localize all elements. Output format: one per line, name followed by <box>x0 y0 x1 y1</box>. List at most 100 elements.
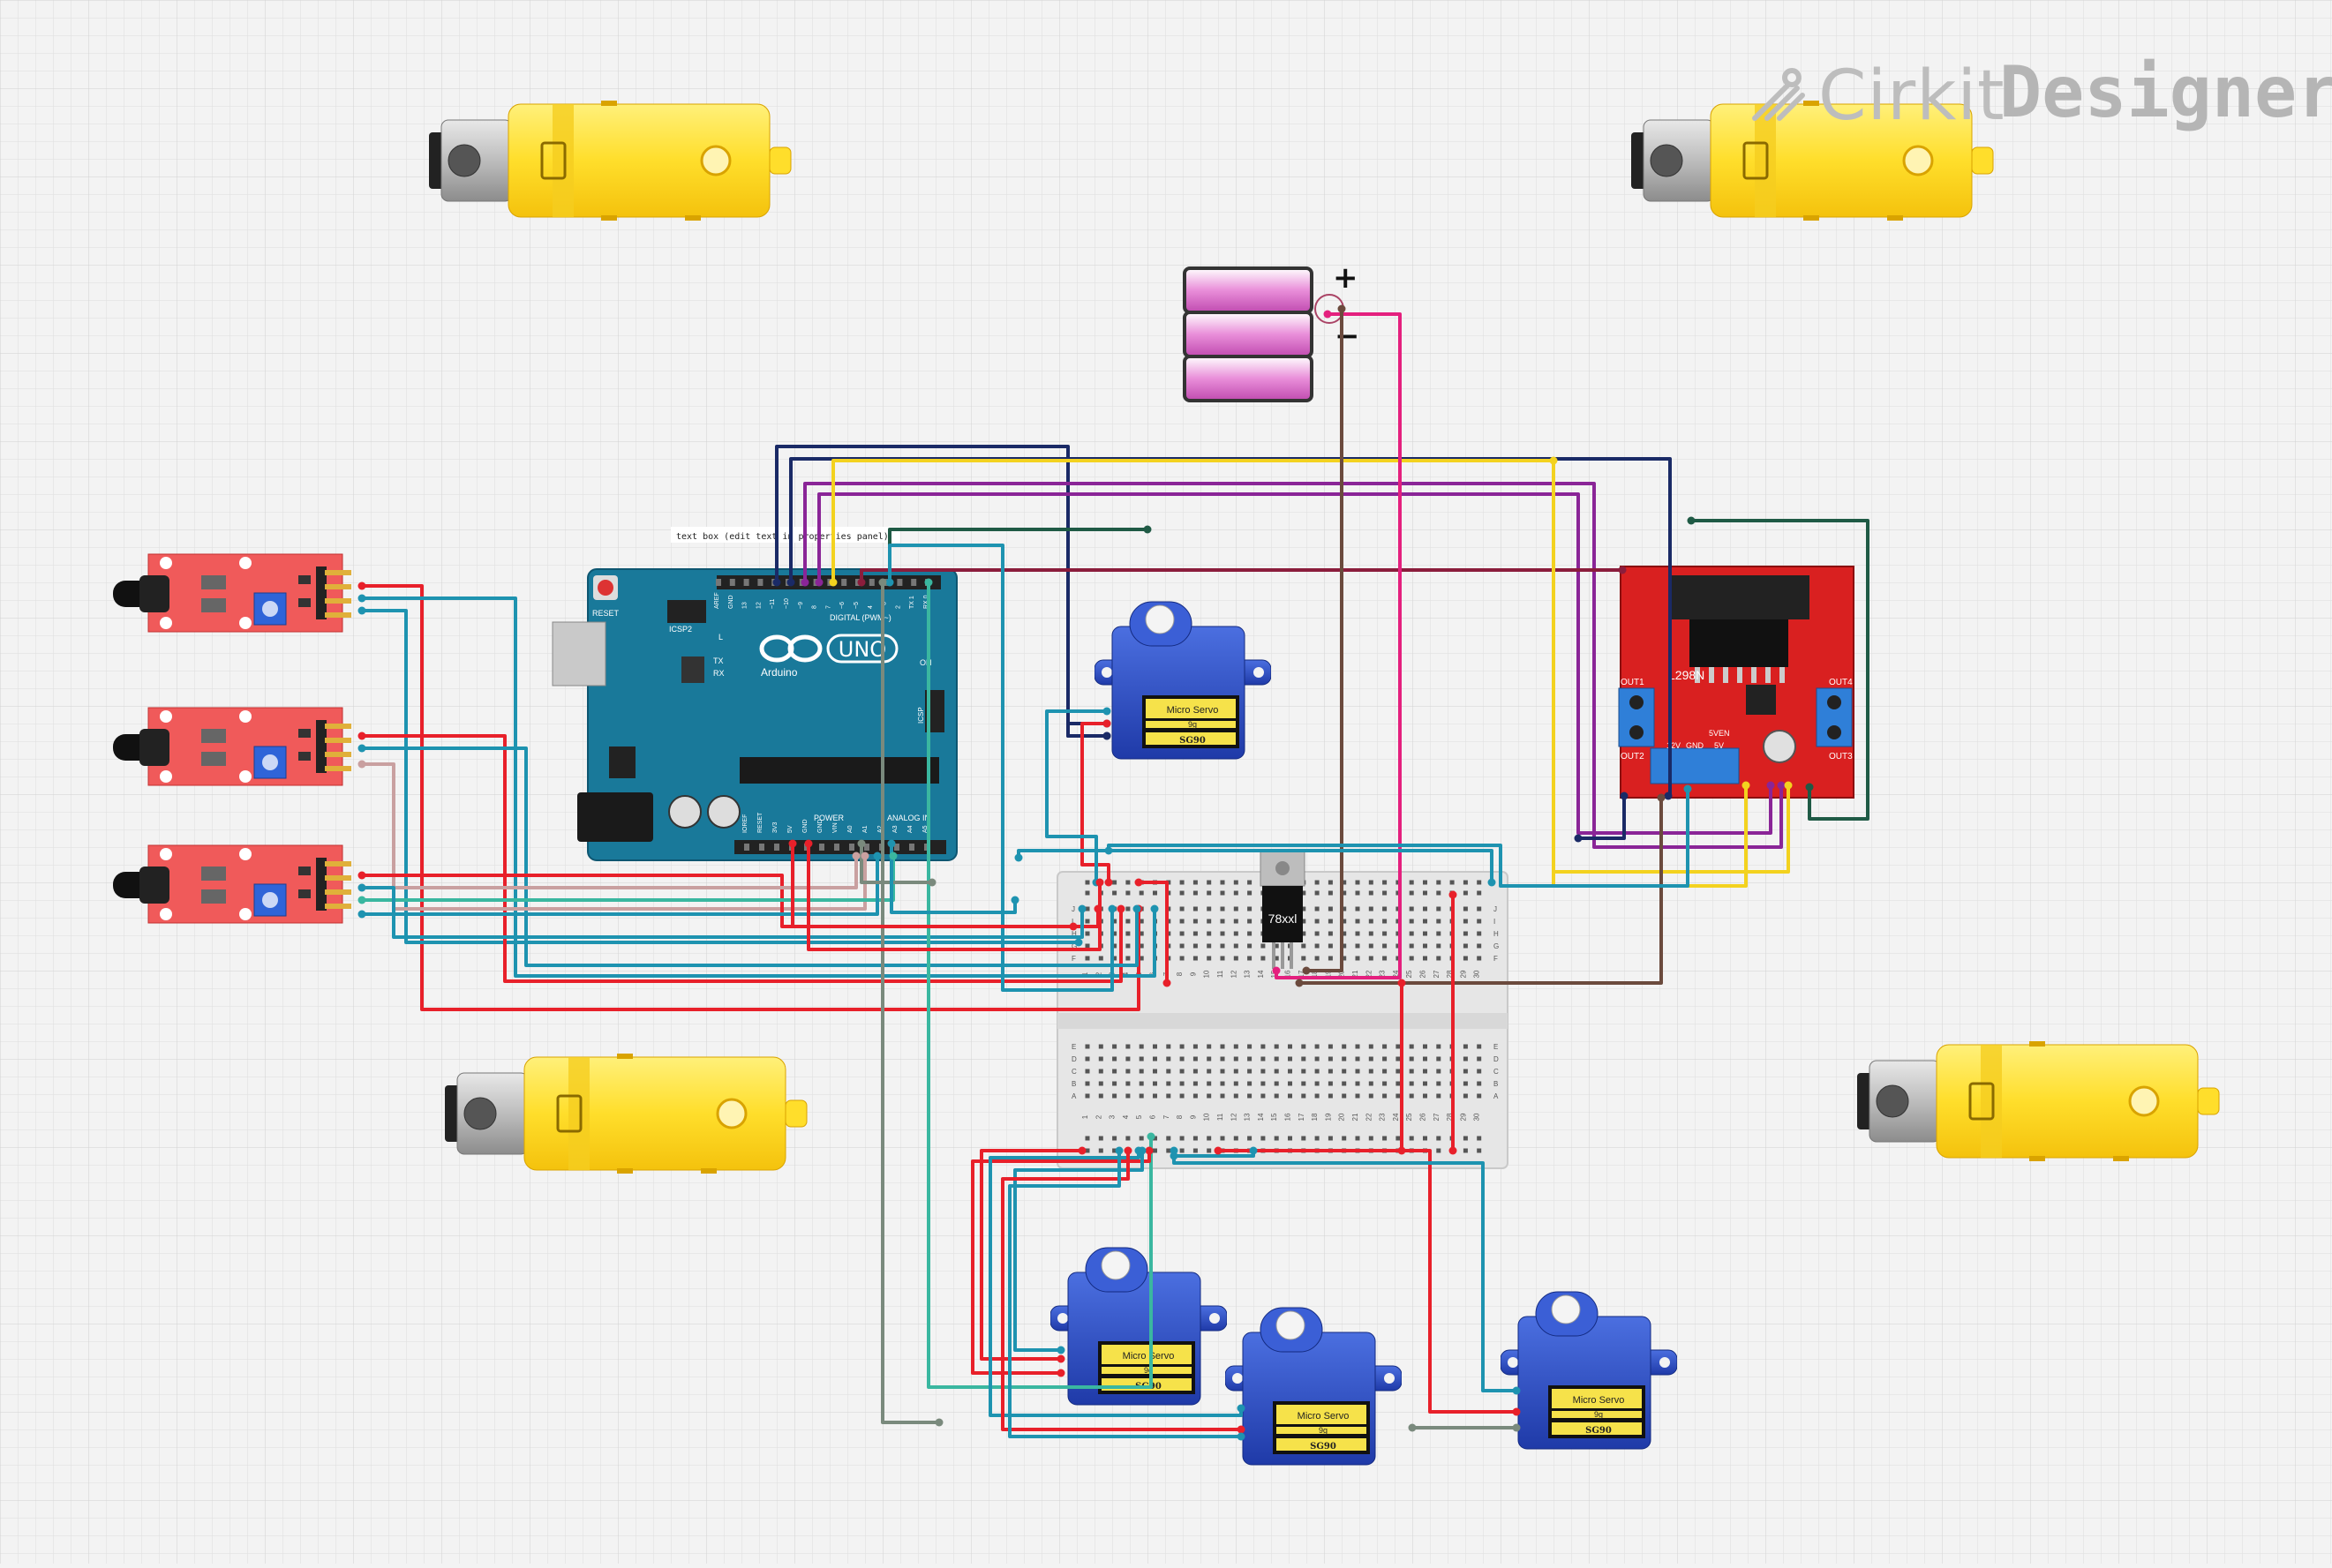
wire-endpoint[interactable] <box>829 578 838 587</box>
battery-pack[interactable]: + − <box>1183 260 1360 402</box>
wire-endpoint[interactable] <box>1237 1425 1245 1434</box>
breadboard-hole[interactable] <box>1409 1093 1414 1099</box>
wire-endpoint[interactable] <box>887 839 896 848</box>
breadboard-hole[interactable] <box>1233 906 1238 912</box>
breadboard-hole[interactable] <box>1288 1093 1292 1099</box>
wire-cyan[interactable] <box>362 746 1139 967</box>
breadboard-hole[interactable] <box>1409 890 1414 896</box>
breadboard-hole[interactable] <box>1463 890 1468 896</box>
wire-endpoint[interactable] <box>1102 719 1111 728</box>
wire-endpoint[interactable] <box>357 731 366 740</box>
breadboard-hole[interactable] <box>1477 943 1482 949</box>
breadboard-hole[interactable] <box>1247 1056 1253 1062</box>
breadboard-hole[interactable] <box>1139 1056 1144 1062</box>
ir-sensor-3[interactable] <box>112 844 352 924</box>
wire-endpoint[interactable] <box>1295 979 1304 987</box>
arduino-pin[interactable] <box>729 579 735 586</box>
wire-brown[interactable] <box>1299 798 1663 985</box>
breadboard-hole[interactable] <box>1179 1056 1185 1062</box>
breadboard-hole[interactable] <box>1274 943 1279 949</box>
wire-endpoint[interactable] <box>1102 707 1111 716</box>
breadboard-hole[interactable] <box>1153 1056 1157 1062</box>
wire-endpoint[interactable] <box>857 839 866 848</box>
wire-purple[interactable] <box>803 482 1783 849</box>
breadboard-hole[interactable] <box>1085 956 1090 961</box>
wire-cyan[interactable] <box>362 856 879 916</box>
wire-endpoint[interactable] <box>1657 793 1666 802</box>
wire-endpoint[interactable] <box>357 883 366 892</box>
breadboard-hole[interactable] <box>1166 1093 1171 1099</box>
breadboard-hole[interactable] <box>1328 1069 1333 1074</box>
wire-cyan[interactable] <box>890 844 1017 914</box>
breadboard-hole[interactable] <box>1112 943 1117 949</box>
breadboard-hole[interactable] <box>1288 1044 1292 1049</box>
breadboard-hole[interactable] <box>1233 919 1238 924</box>
breadboard-hole[interactable] <box>1179 890 1185 896</box>
breadboard-hole[interactable] <box>1153 1093 1157 1099</box>
breadboard-hole[interactable] <box>1355 919 1360 924</box>
breadboard-hole[interactable] <box>1395 1069 1401 1074</box>
breadboard-hole[interactable] <box>1125 1093 1131 1099</box>
breadboard-hole[interactable] <box>1112 1044 1117 1049</box>
breadboard-hole[interactable] <box>1112 919 1117 924</box>
breadboard-hole[interactable] <box>1368 1081 1373 1086</box>
breadboard-hole[interactable] <box>1098 1136 1103 1141</box>
breadboard-hole[interactable] <box>1247 919 1253 924</box>
wire-gray[interactable] <box>881 582 939 1424</box>
breadboard-hole[interactable] <box>1463 1093 1468 1099</box>
breadboard-hole[interactable] <box>1112 1069 1117 1074</box>
wire-red[interactable] <box>791 844 1073 928</box>
breadboard-hole[interactable] <box>1328 943 1333 949</box>
breadboard-hole[interactable] <box>1409 1136 1414 1141</box>
breadboard-hole[interactable] <box>1477 1148 1482 1153</box>
wire-endpoint[interactable] <box>1150 904 1159 913</box>
breadboard-hole[interactable] <box>1409 943 1414 949</box>
breadboard-hole[interactable] <box>1179 906 1185 912</box>
breadboard-hole[interactable] <box>1139 931 1144 936</box>
breadboard-hole[interactable] <box>1368 890 1373 896</box>
arduino-pin[interactable] <box>909 844 914 851</box>
breadboard-hole[interactable] <box>1179 956 1185 961</box>
wire-endpoint[interactable] <box>1272 966 1281 975</box>
wire-navy[interactable] <box>1578 796 1626 840</box>
wire-endpoint[interactable] <box>1102 731 1111 740</box>
breadboard-hole[interactable] <box>1233 943 1238 949</box>
breadboard-hole[interactable] <box>1139 1081 1144 1086</box>
breadboard-hole[interactable] <box>1192 880 1198 885</box>
breadboard-hole[interactable] <box>1139 919 1144 924</box>
breadboard-hole[interactable] <box>1368 1136 1373 1141</box>
wire-endpoint[interactable] <box>1448 890 1457 899</box>
wire-endpoint[interactable] <box>1237 1404 1245 1413</box>
wire-endpoint[interactable] <box>861 852 869 860</box>
breadboard-hole[interactable] <box>1382 943 1388 949</box>
text-box[interactable]: text box (edit text in properties panel) <box>671 527 900 543</box>
breadboard-hole[interactable] <box>1382 956 1388 961</box>
breadboard-hole[interactable] <box>1207 943 1212 949</box>
breadboard-hole[interactable] <box>1301 919 1306 924</box>
breadboard-hole[interactable] <box>1153 890 1157 896</box>
breadboard-hole[interactable] <box>1382 1093 1388 1099</box>
breadboard-hole[interactable] <box>1301 906 1306 912</box>
breadboard-hole[interactable] <box>1328 1136 1333 1141</box>
breadboard-hole[interactable] <box>1220 1081 1225 1086</box>
breadboard-hole[interactable] <box>1233 1069 1238 1074</box>
breadboard-hole[interactable] <box>1207 906 1212 912</box>
breadboard-hole[interactable] <box>1207 919 1212 924</box>
wire-cyan[interactable] <box>1013 1151 1144 1352</box>
breadboard-hole[interactable] <box>1233 1056 1238 1062</box>
breadboard-hole[interactable] <box>1085 1056 1090 1062</box>
breadboard-hole[interactable] <box>1098 1044 1103 1049</box>
breadboard-hole[interactable] <box>1179 1136 1185 1141</box>
wire-endpoint[interactable] <box>1170 1152 1178 1160</box>
wire-endpoint[interactable] <box>1074 938 1083 947</box>
breadboard-hole[interactable] <box>1085 931 1090 936</box>
breadboard-hole[interactable] <box>1179 919 1185 924</box>
breadboard-hole[interactable] <box>1463 1056 1468 1062</box>
breadboard-hole[interactable] <box>1342 1093 1347 1099</box>
breadboard-hole[interactable] <box>1382 931 1388 936</box>
wire-endpoint[interactable] <box>815 578 824 587</box>
breadboard-hole[interactable] <box>1139 956 1144 961</box>
wire-cyan[interactable] <box>1107 789 1689 888</box>
breadboard-hole[interactable] <box>1395 890 1401 896</box>
